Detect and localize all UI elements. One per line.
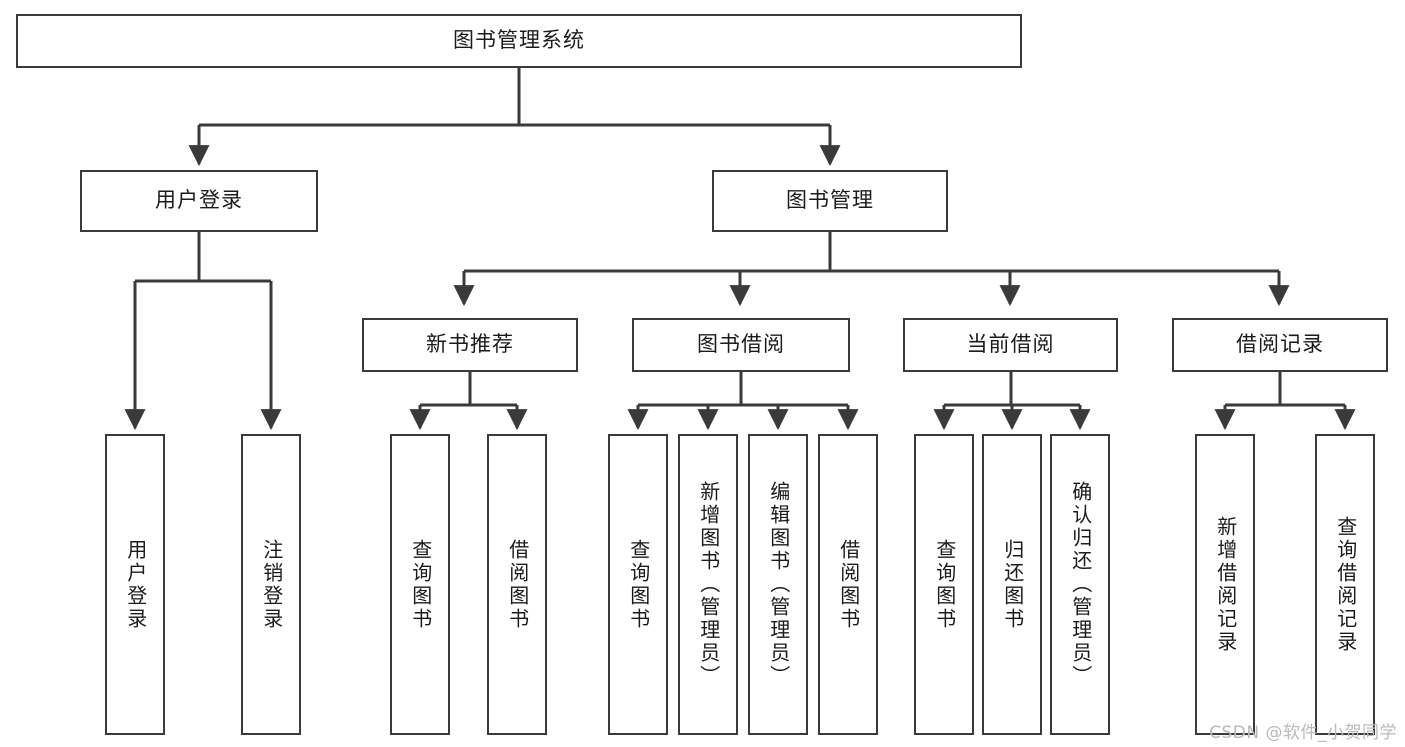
watermark: CSDN @软件_小贺同学: [1209, 723, 1397, 743]
node-user-login[interactable]: 用户登录: [80, 170, 318, 232]
leaf-add-book-label: 新增图书（管理员）: [696, 481, 721, 688]
leaf-query-record[interactable]: 查询借阅记录: [1315, 434, 1375, 735]
node-root[interactable]: 图书管理系统: [16, 14, 1022, 68]
leaf-user-logout[interactable]: 注销登录: [241, 434, 301, 735]
leaf-edit-book-label: 编辑图书（管理员）: [766, 481, 791, 688]
leaf-query-book-3[interactable]: 查询图书: [914, 434, 974, 735]
leaf-query-book-2[interactable]: 查询图书: [608, 434, 668, 735]
leaf-return-book[interactable]: 归还图书: [982, 434, 1042, 735]
leaf-confirm-return[interactable]: 确认归还（管理员）: [1050, 434, 1110, 735]
node-new-book-rec-label: 新书推荐: [426, 332, 514, 357]
leaf-user-login[interactable]: 用户登录: [105, 434, 165, 735]
leaf-query-book-3-label: 查询图书: [932, 538, 957, 631]
leaf-add-record-label: 新增借阅记录: [1213, 515, 1238, 654]
node-root-label: 图书管理系统: [453, 28, 585, 53]
leaf-borrow-book-1-label: 借阅图书: [505, 538, 530, 631]
node-book-borrow[interactable]: 图书借阅: [632, 318, 850, 372]
node-borrow-record-label: 借阅记录: [1236, 332, 1324, 357]
node-user-login-label: 用户登录: [155, 188, 243, 213]
node-current-borrow[interactable]: 当前借阅: [903, 318, 1118, 372]
leaf-query-book-1-label: 查询图书: [408, 538, 433, 631]
node-current-borrow-label: 当前借阅: [966, 332, 1055, 357]
leaf-borrow-book-2-label: 借阅图书: [836, 538, 861, 631]
leaf-query-book-1[interactable]: 查询图书: [390, 434, 450, 735]
leaf-confirm-return-label: 确认归还（管理员）: [1068, 481, 1093, 688]
leaf-query-book-2-label: 查询图书: [626, 538, 651, 631]
leaf-add-book[interactable]: 新增图书（管理员）: [678, 434, 738, 735]
leaf-add-record[interactable]: 新增借阅记录: [1195, 434, 1255, 735]
leaf-user-logout-label: 注销登录: [259, 538, 284, 631]
leaf-borrow-book-2[interactable]: 借阅图书: [818, 434, 878, 735]
leaf-user-login-label: 用户登录: [123, 538, 148, 631]
node-borrow-record[interactable]: 借阅记录: [1172, 318, 1388, 372]
leaf-edit-book[interactable]: 编辑图书（管理员）: [748, 434, 808, 735]
leaf-return-book-label: 归还图书: [1000, 538, 1025, 631]
node-new-book-rec[interactable]: 新书推荐: [362, 318, 578, 372]
node-book-borrow-label: 图书借阅: [697, 332, 785, 357]
leaf-query-record-label: 查询借阅记录: [1333, 515, 1358, 654]
node-book-manage[interactable]: 图书管理: [712, 170, 948, 232]
node-book-manage-label: 图书管理: [786, 188, 874, 213]
leaf-borrow-book-1[interactable]: 借阅图书: [487, 434, 547, 735]
